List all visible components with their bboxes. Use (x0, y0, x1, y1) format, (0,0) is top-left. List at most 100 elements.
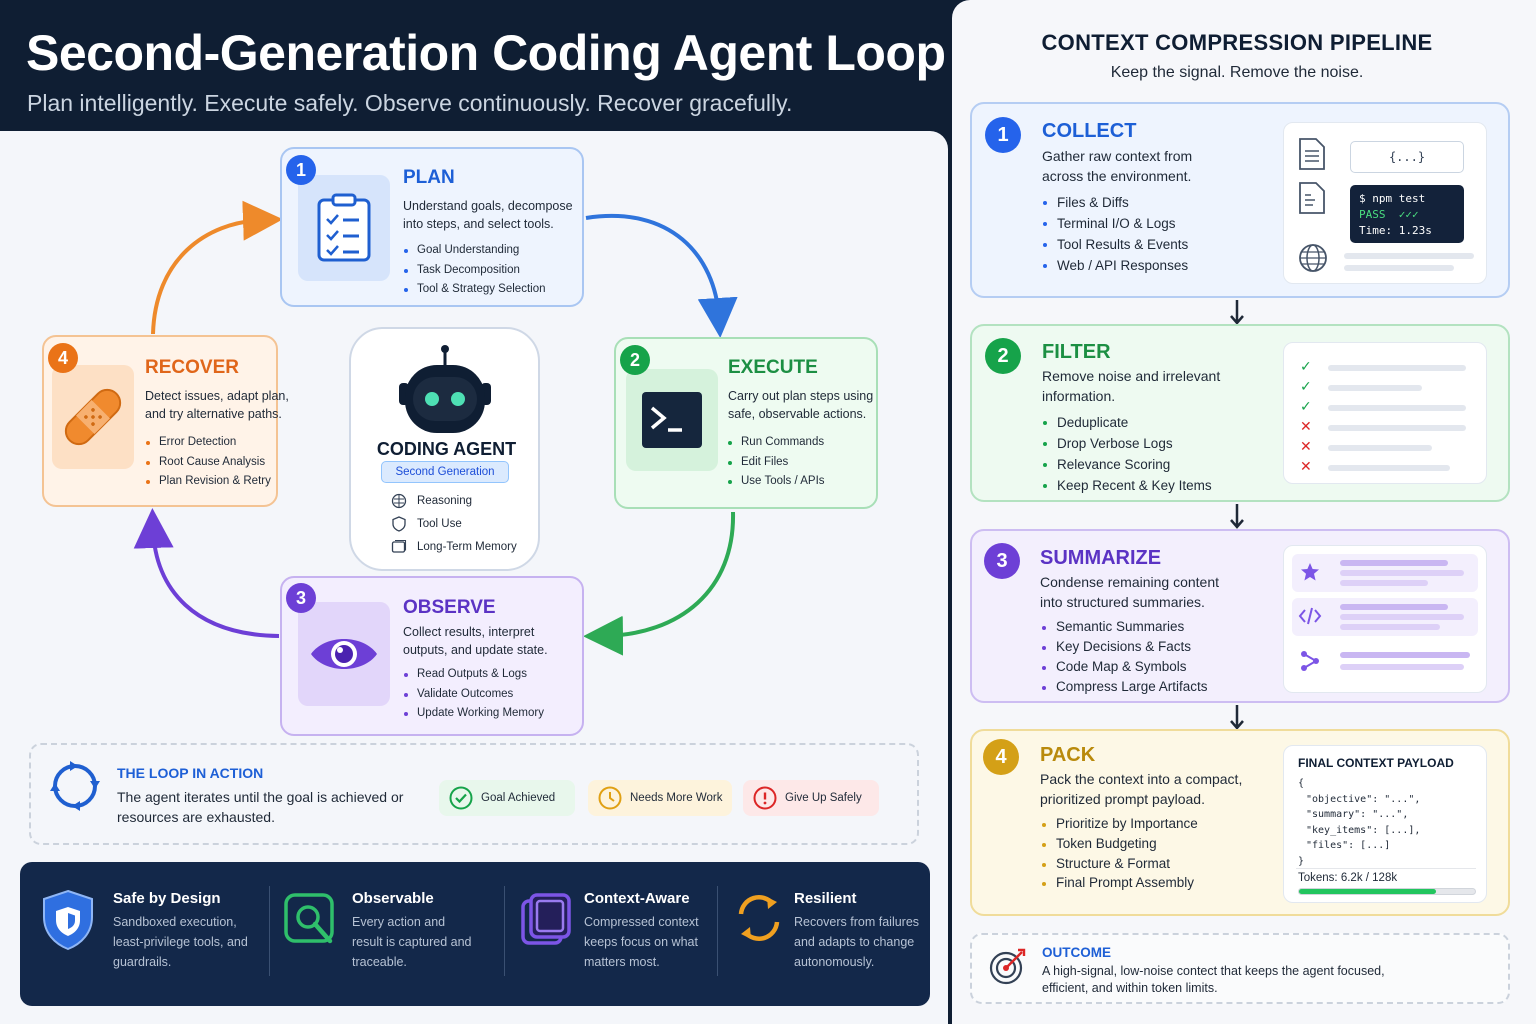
feature-title: Context-Aware (584, 890, 690, 907)
collect-step-number: 1 (985, 117, 1021, 153)
list-item: Files & Diffs (1043, 192, 1188, 213)
execute-desc: Carry out plan steps using safe, observa… (728, 389, 874, 421)
terminal-pass-line: PASS ✓✓✓ (1359, 207, 1455, 223)
feature-title: Observable (352, 890, 434, 907)
observe-title: OBSERVE (403, 597, 496, 618)
loop-in-action-desc: The agent iterates until the goal is ach… (117, 789, 404, 825)
feature-title: Safe by Design (113, 890, 221, 907)
list-item: Relevance Scoring (1043, 454, 1212, 475)
recover-icon-tile (52, 365, 134, 469)
list-item: Keep Recent & Key Items (1043, 475, 1212, 496)
placeholder-bar (1328, 385, 1422, 391)
status-label: Needs More Work (630, 792, 723, 804)
placeholder-bar (1328, 445, 1432, 451)
feature-desc: Sandboxed execution, least-privilege too… (113, 915, 248, 969)
share-nodes-icon (1301, 651, 1319, 671)
stacked-layers-icon (521, 893, 571, 945)
terminal-checks: ✓✓✓ (1398, 208, 1419, 221)
list-item: Deduplicate (1043, 412, 1212, 433)
keep-mark: ✓ (1300, 358, 1312, 374)
pipeline-subtitle: Keep the signal. Remove the noise. (1110, 64, 1364, 81)
feature-divider (717, 886, 718, 976)
execute-title: EXECUTE (728, 357, 818, 378)
plan-icon-tile (298, 175, 390, 281)
status-label: Give Up Safely (785, 792, 862, 804)
terminal-icon (642, 392, 702, 448)
filter-desc: Remove noise and irrelevant information. (1042, 368, 1221, 404)
loop-arrows (133, 200, 738, 656)
token-progress-track (1298, 888, 1476, 895)
placeholder-bar (1340, 652, 1470, 658)
capability-reasoning: Reasoning (391, 493, 472, 509)
eye-icon (311, 639, 377, 669)
status-goal-achieved: Goal Achieved (439, 780, 575, 816)
execute-icon-tile (626, 369, 718, 471)
terminal-time: Time: 1.23s (1359, 224, 1432, 237)
payload-line: { (1298, 778, 1305, 789)
list-item: Edit Files (728, 453, 825, 473)
drop-mark: ✕ (1300, 458, 1312, 474)
page-subtitle: Plan intelligently. Execute safely. Obse… (27, 90, 793, 116)
payload-line: "objective": "...", (1306, 793, 1421, 805)
outcome-desc: A high-signal, low-noise contect that ke… (1042, 964, 1385, 995)
observe-list: Read Outputs & Logs Validate Outcomes Up… (404, 665, 544, 724)
drop-mark: ✕ (1300, 438, 1312, 454)
status-needs-more-work: Needs More Work (588, 780, 732, 816)
agent-generation-badge: Second Generation (381, 461, 509, 483)
placeholder-bar (1344, 265, 1454, 271)
plan-desc: Understand goals, decompose into steps, … (403, 199, 573, 231)
final-payload-visual: FINAL CONTEXT PAYLOAD { "objective": "..… (1283, 745, 1487, 903)
pipeline-arrow-down (1230, 300, 1244, 325)
arrow-execute-to-observe (583, 511, 736, 656)
feature-divider (504, 886, 505, 976)
arrow-observe-to-recover (133, 508, 280, 638)
summarize-list: Semantic Summaries Key Decisions & Facts… (1042, 617, 1208, 697)
terminal-pass: PASS (1359, 208, 1386, 221)
list-item: Use Tools / APIs (728, 472, 825, 492)
token-progress-fill (1299, 889, 1437, 894)
list-item: Token Budgeting (1042, 834, 1198, 854)
page-title: Second-Generation Coding Agent Loop (26, 25, 946, 81)
placeholder-bar (1340, 580, 1428, 586)
collect-list: Files & Diffs Terminal I/O & Logs Tool R… (1043, 192, 1188, 276)
feature-title: Resilient (794, 890, 857, 907)
list-item: Compress Large Artifacts (1042, 677, 1208, 697)
clock-icon (598, 786, 622, 810)
document-icon (1299, 138, 1325, 170)
pack-list: Prioritize by Importance Token Budgeting… (1042, 814, 1198, 893)
payload-line: } (1298, 855, 1305, 867)
collect-visual: {...} $ npm test PASS ✓✓✓ Time: 1.23s (1283, 122, 1487, 284)
list-item: Read Outputs & Logs (404, 665, 544, 685)
memory-stack-icon (391, 539, 407, 553)
recover-desc: Detect issues, adapt plan, and try alter… (145, 389, 289, 421)
plan-title: PLAN (403, 167, 455, 188)
recover-list: Error Detection Root Cause Analysis Plan… (146, 433, 271, 492)
drop-mark: ✕ (1300, 418, 1312, 434)
feature-desc: Recovers from failures and adapts to cha… (794, 915, 920, 969)
list-item: Code Map & Symbols (1042, 657, 1208, 677)
observe-step-number: 3 (286, 583, 316, 613)
robot-icon (399, 345, 491, 433)
coding-agent-hub: CODING AGENT Second Generation Reasoning… (349, 327, 540, 571)
filter-list: Deduplicate Drop Verbose Logs Relevance … (1043, 412, 1212, 496)
filter-step-number: 2 (985, 338, 1021, 374)
shield-icon (43, 889, 93, 951)
payload-header: FINAL CONTEXT PAYLOAD (1298, 756, 1454, 770)
target-icon (989, 948, 1026, 985)
list-item: Tool & Strategy Selection (404, 280, 546, 300)
list-item: Prioritize by Importance (1042, 814, 1198, 834)
placeholder-bar (1340, 664, 1464, 670)
code-file-icon (1299, 182, 1325, 214)
list-item: Final Prompt Assembly (1042, 873, 1198, 893)
pack-title: PACK (1040, 744, 1096, 766)
placeholder-bar (1344, 253, 1474, 259)
arrow-plan-to-execute (585, 214, 738, 338)
collect-title: COLLECT (1042, 120, 1137, 142)
capability-label: Long-Term Memory (417, 541, 517, 553)
observe-icon-tile (298, 602, 390, 706)
capability-label: Tool Use (417, 518, 462, 530)
magnifier-icon (284, 893, 334, 944)
clipboard-checklist-icon (317, 193, 371, 262)
placeholder-bar (1340, 624, 1440, 630)
placeholder-bar (1328, 465, 1450, 471)
